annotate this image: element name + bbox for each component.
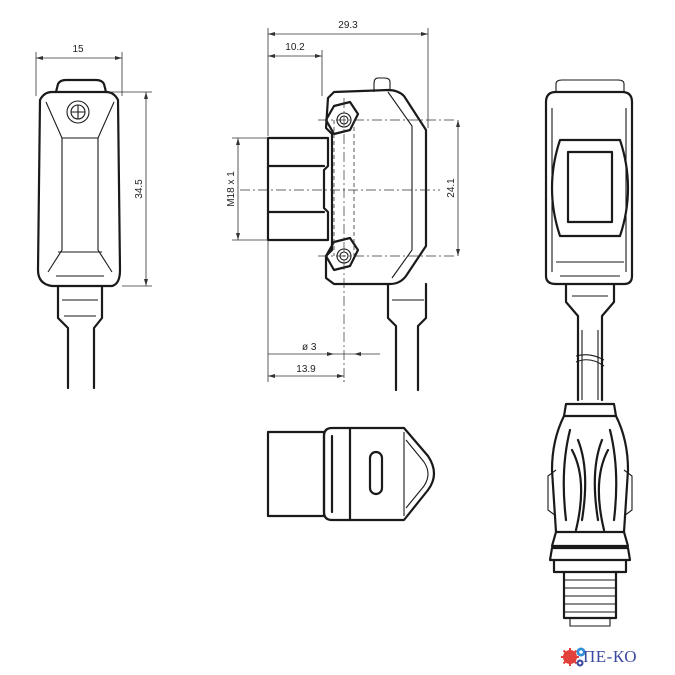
company-logo: ПЕ-КО — [557, 645, 637, 669]
company-logo-text: ПЕ-КО — [583, 647, 638, 666]
optical-window-icon — [566, 150, 614, 224]
back-view — [544, 79, 634, 627]
dim-hole-diameter: ø 3 — [302, 342, 317, 353]
side-view: 29.3 10.2 M18 x 1 24.1 ø 3 13.9 — [226, 20, 460, 392]
hex-nut-upper-icon — [324, 100, 360, 136]
dim-length: 29.3 — [338, 20, 358, 31]
dim-offset-bottom: 13.9 — [296, 364, 316, 375]
gear-logo-icon — [561, 647, 586, 667]
dim-width: 15 — [72, 44, 84, 55]
dim-thread: M18 x 1 — [226, 171, 237, 207]
dim-hole-spacing: 24.1 — [446, 178, 457, 198]
indicator-led-icon — [368, 450, 384, 496]
top-view — [266, 426, 436, 522]
adjustment-screw-icon — [66, 100, 90, 124]
m12-connector-icon — [547, 402, 633, 627]
dim-height: 34.5 — [134, 179, 145, 199]
hex-nut-lower-icon — [324, 236, 360, 272]
front-view: 15 34.5 — [35, 44, 152, 390]
dim-offset-top: 10.2 — [285, 42, 305, 53]
